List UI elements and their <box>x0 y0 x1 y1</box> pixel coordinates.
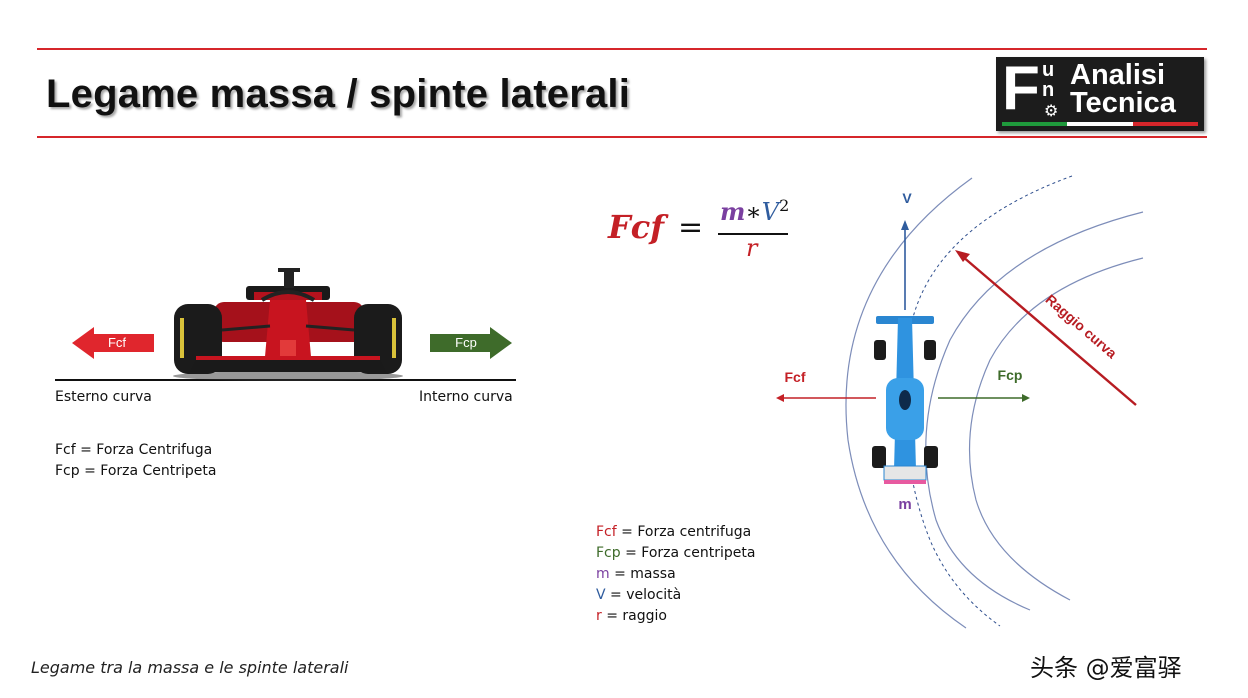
fcp-arrow-label: Fcp <box>455 335 477 350</box>
formula-numerator: m∗V2 <box>720 196 790 226</box>
mass-label: m <box>898 496 911 513</box>
right-legend-item: m = massa <box>596 566 676 582</box>
formula-denominator: r <box>746 234 758 262</box>
italian-flag-stripe <box>1002 122 1198 126</box>
inner-curve-label: Interno curva <box>419 389 513 405</box>
right-legend-item: Fcf = Forza centrifuga <box>596 524 752 540</box>
right-legend-item: Fcp = Forza centripeta <box>596 545 756 561</box>
image-caption: Legame tra la massa e le spinte laterali <box>31 658 349 677</box>
centrifugal-formula: Fcf = m∗V2 r <box>608 196 808 266</box>
gear-icon: ⚙ <box>1044 101 1059 120</box>
formula-lhs: Fcf <box>608 208 664 246</box>
logo-letter: F <box>1002 54 1040 123</box>
top-view-car <box>872 316 938 484</box>
right-legend-item: V = velocità <box>596 587 682 603</box>
fraction-bar <box>718 233 788 235</box>
left-legend-item: Fcp = Forza Centripeta <box>55 463 217 479</box>
right-legend: Fcf = Forza centrifuga Fcp = Forza centr… <box>596 522 755 627</box>
front-view-car <box>55 268 516 381</box>
header-bottom-rule <box>37 136 1207 138</box>
fcp-arrow: Fcp <box>430 327 512 359</box>
curve-diagram <box>776 175 1144 629</box>
left-legend: Fcf = Forza Centrifuga Fcp = Forza Centr… <box>55 440 217 482</box>
header-top-rule <box>37 48 1207 50</box>
right-legend-item: r = raggio <box>596 608 667 624</box>
fcf-arrow-label: Fcf <box>108 335 126 350</box>
radius-label: Raggio curva <box>1043 291 1121 361</box>
fcp-label: Fcp <box>998 367 1023 383</box>
velocity-label: V <box>902 190 912 206</box>
left-legend-item: Fcf = Forza Centrifuga <box>55 442 213 458</box>
racing-line <box>904 175 1073 627</box>
formula-equals: = <box>678 210 704 245</box>
fcf-arrow: Fcf <box>72 327 154 359</box>
logo-line2: Tecnica <box>1070 87 1176 119</box>
fcf-label: Fcf <box>785 369 806 385</box>
logo-line1: Analisi <box>1070 59 1166 91</box>
outer-track-edge <box>845 177 973 629</box>
outer-curve-label: Esterno curva <box>55 389 152 405</box>
radius-arrow <box>961 255 1137 406</box>
inner-track-edge-2 <box>968 257 1144 601</box>
watermark: 头条 @爱富驿 <box>1030 654 1182 682</box>
page-title: Legame massa / spinte laterali <box>46 72 631 116</box>
inner-track-edge <box>925 211 1144 611</box>
